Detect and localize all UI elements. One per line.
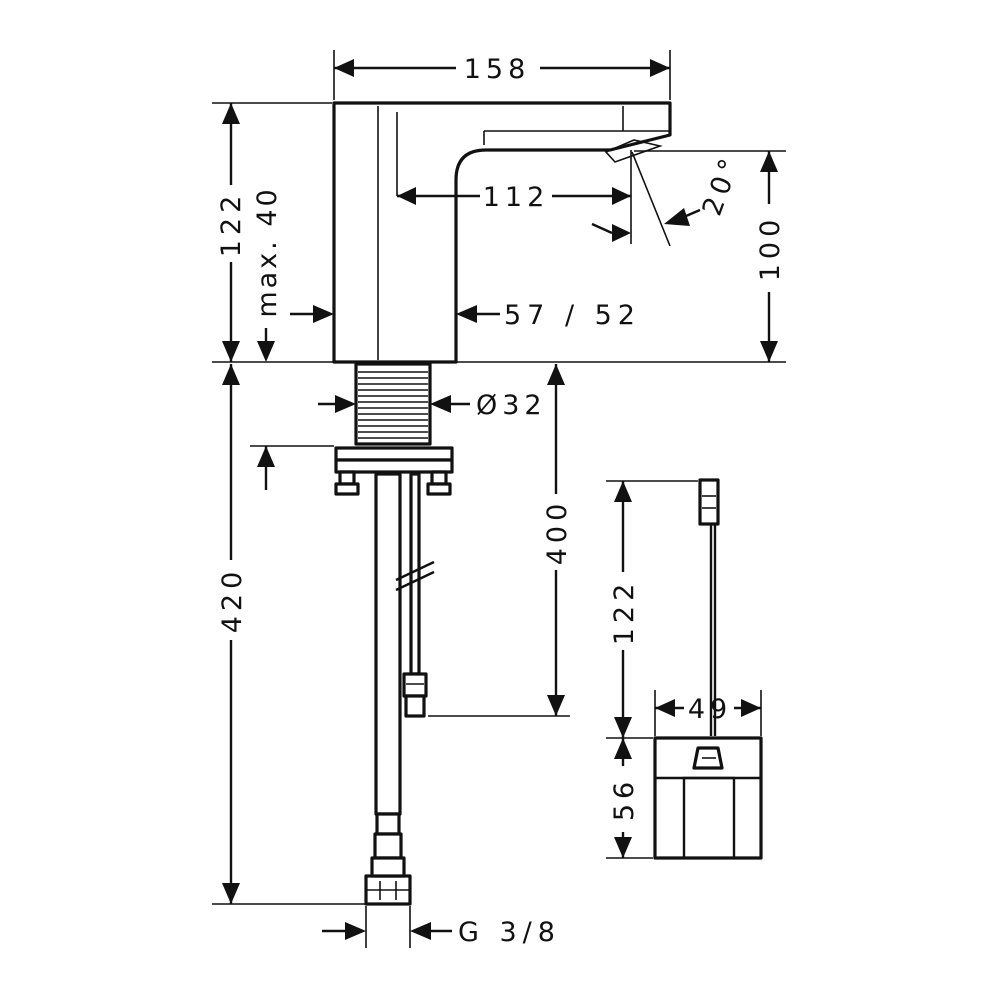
label-diameter-32: Ø32 [476,390,547,421]
label-420: 420 [217,567,248,634]
label-49: 49 [688,694,732,725]
label-158: 158 [464,54,531,85]
label-20-degrees: 20° [697,150,748,220]
dimension-outlet-height: 100 [755,151,786,362]
label-max-40: max. 40 [252,186,283,317]
dimension-body-depth: 57 / 52 [290,300,641,331]
dimension-cable-length: 400 [542,364,573,716]
dimension-box-cable-height: 122 [609,481,640,738]
dimension-max-thickness: max. 40 [252,186,283,490]
dimension-shank-diameter: Ø32 [318,390,547,421]
mounting-plate [334,446,454,496]
label-400: 400 [542,499,573,566]
extension-lines [212,50,786,948]
label-100: 100 [755,215,786,282]
label-112: 112 [483,182,550,213]
supply-hose [364,472,412,906]
threaded-shank [354,362,432,446]
label-56: 56 [609,777,640,821]
control-box [653,478,763,860]
sensor-cable [395,472,435,718]
label-57-52: 57 / 52 [504,300,641,331]
dimension-box-depth: 56 [609,738,640,858]
dimension-spout-reach: 112 [397,182,631,213]
dimension-total-width: 158 [334,54,670,85]
dimension-connection-thread: G 3/8 [322,917,561,948]
dimension-body-height: 122 [216,103,247,362]
dimension-box-width: 49 [655,694,761,725]
label-g-3-8: G 3/8 [458,917,561,948]
label-122-box: 122 [609,579,640,646]
dimension-total-length: 420 [217,364,248,904]
faucet-body [332,101,672,364]
label-122-body: 122 [216,191,247,258]
